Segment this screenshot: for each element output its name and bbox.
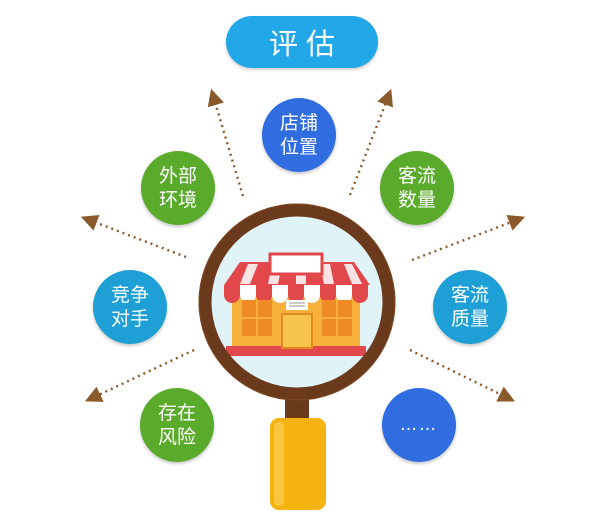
- factor-label: 客流数量: [397, 165, 436, 211]
- arrow-right: [411, 214, 526, 262]
- factor-label: ……: [400, 415, 438, 435]
- factor-traffic-count: 客流数量: [380, 151, 454, 225]
- magnifier-rim: [198, 203, 396, 401]
- arrow-down-right: [409, 348, 516, 402]
- factor-label: 竞争对手: [110, 284, 149, 330]
- arrow-down-left: [84, 348, 195, 402]
- title-text: 评估: [268, 27, 343, 61]
- factor-environment: 外部环境: [141, 151, 215, 225]
- factor-store-location: 店铺位置: [262, 98, 336, 172]
- factor-risks: 存在风险: [140, 388, 214, 462]
- storefront-icon: [224, 252, 370, 356]
- factor-label: 店铺位置: [279, 112, 318, 158]
- arrow-left: [80, 214, 187, 259]
- factor-label: 存在风险: [157, 402, 196, 448]
- factor-competitors: 竞争对手: [93, 270, 167, 344]
- arrow-up-left: [207, 88, 245, 197]
- factor-label: 外部环境: [158, 165, 197, 211]
- factor-label: 客流质量: [450, 284, 489, 330]
- magnifier-handle: [270, 384, 326, 510]
- title-badge: 评估: [226, 16, 378, 68]
- factor-more: ……: [382, 388, 456, 462]
- factor-traffic-quality: 客流质量: [433, 270, 507, 344]
- connector-arrows: [80, 88, 526, 402]
- arrow-up-right: [348, 88, 393, 196]
